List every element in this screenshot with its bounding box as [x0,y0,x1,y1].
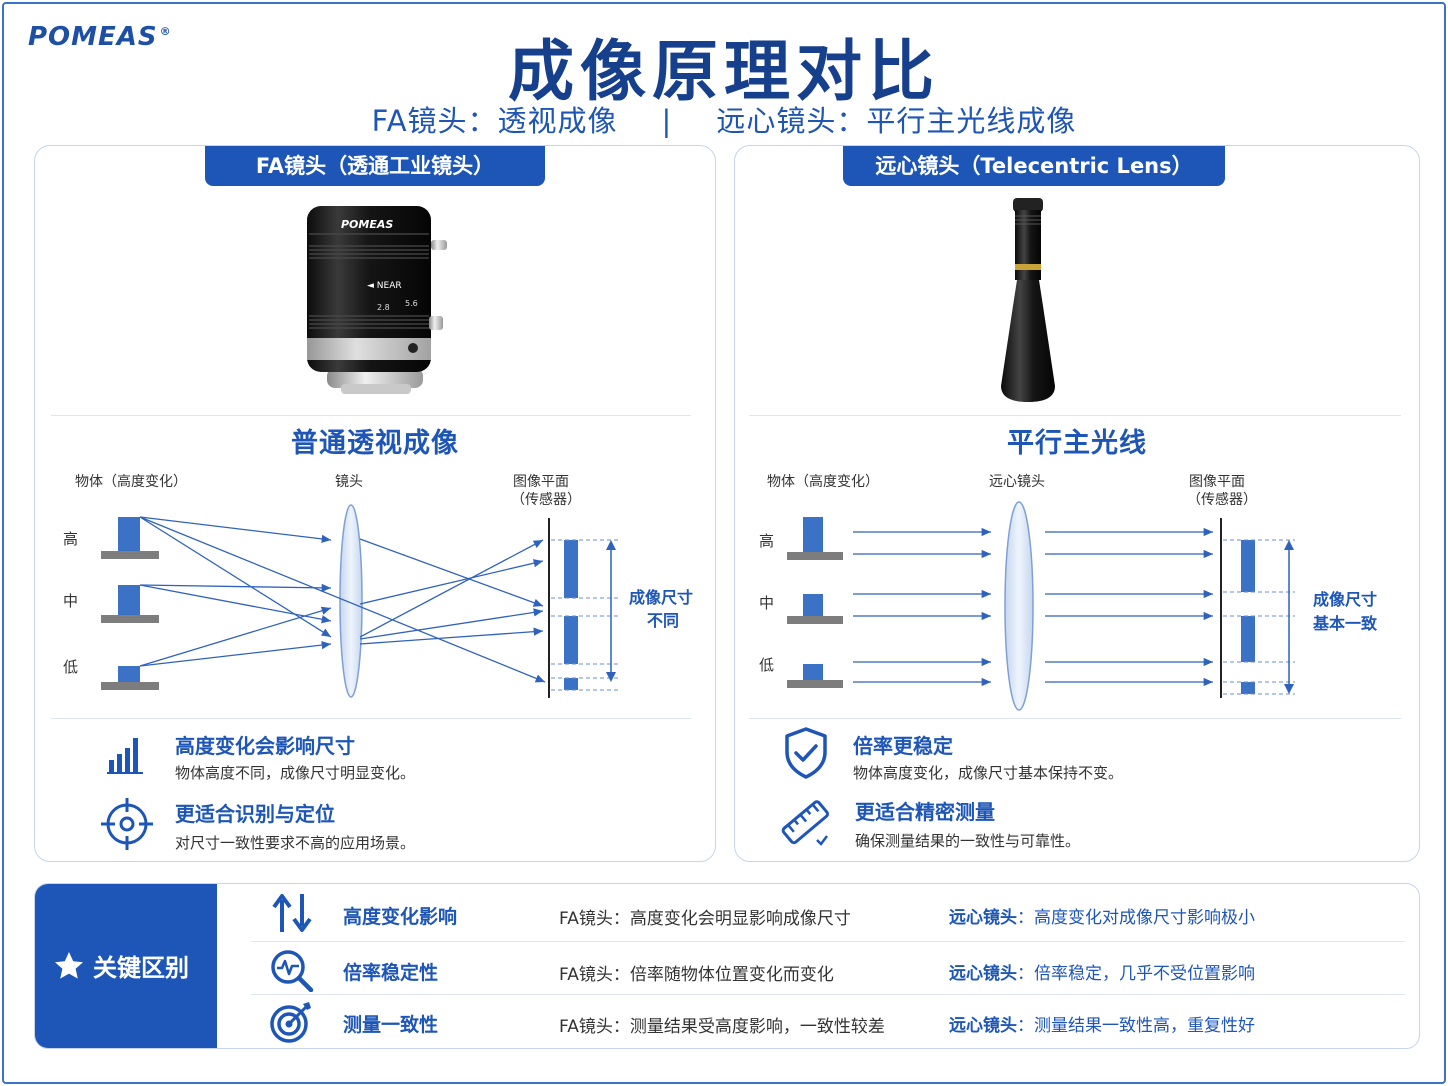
fa-size-note-1: 成像尺寸 [629,588,693,607]
tc-image-plane-label: 图像平面 [1189,474,1245,490]
target-icon [270,1002,311,1043]
fa-object-low [118,666,140,682]
tc-size-note-2: 基本一致 [1312,614,1378,633]
up-down-arrows-icon [272,894,312,932]
fa-rays [139,516,546,683]
tc-panel-divider-top [749,415,1401,416]
tc-base-low [787,680,843,688]
telecentric-imaging-diagram: 物体（高度变化） 远心镜头 图像平面 （传感器） 高 中 低 [759,473,1378,711]
tc-image-low [1241,682,1255,694]
fa-feature-1-desc: 物体高度不同，成像尺寸明显变化。 [175,764,416,782]
diff-row-magnification: 倍率稳定性 FA镜头：倍率随物体位置变化而变化 远心镜头：倍率稳定，几乎不受位置… [251,942,1405,996]
lens-near-marking: ◄ NEAR [367,281,402,291]
lens-engraving: POMEAS [341,218,393,231]
diff-row-3-tc: 远心镜头：测量结果一致性高，重复性好 [949,1016,1255,1036]
lens-scale-marking-2: 5.6 [405,299,418,308]
diff-row-divider-2 [251,994,1405,995]
key-differences-box: 关键区别 高度变化影响 FA镜头：高度变化会明显影响成像尺寸 远心镜头：高度变化… [34,883,1420,1049]
tc-image-high [1241,540,1255,592]
diff-row-1-name: 高度变化影响 [343,906,458,928]
telecentric-lens-panel: 远心镜头（Telecentric Lens） 平行主光线 物体（高度变化） 远心… [734,145,1420,862]
tc-panel-divider-bottom [749,718,1401,719]
fa-base-high [101,551,159,559]
fa-feature-2-desc: 对尺寸一致性要求不高的应用场景。 [175,834,416,852]
ruler-icon [781,800,830,846]
diff-row-1-tc: 远心镜头：高度变化对成像尺寸影响极小 [949,908,1255,928]
fa-section-title: 普通透视成像 [291,428,459,459]
fa-sensor-label: （传感器） [511,491,581,508]
fa-image-high [564,540,578,598]
fa-lens-tab: FA镜头（透通工业镜头） [205,146,545,186]
diff-row-3-name: 测量一致性 [343,1014,439,1036]
subtitle-left: FA镜头：透视成像 [371,104,618,138]
key-differences-header: 关键区别 [35,884,217,1048]
fa-object-high [118,517,140,551]
fa-lens-label: 镜头 [335,474,363,490]
fa-base-low [101,682,159,690]
tc-base-high [787,552,843,560]
fa-lens-panel: FA镜头（透通工业镜头） [34,145,716,862]
tc-size-note-1: 成像尺寸 [1313,590,1377,609]
fa-lens-shape [339,504,363,698]
subtitle-separator: | [661,104,673,138]
fa-low-label: 低 [63,658,78,676]
brand-logo: POMEAS® [28,22,172,52]
tc-object-mid [803,594,823,616]
fa-feature-1-title: 高度变化会影响尺寸 [175,734,355,758]
fa-lens-image: POMEAS ◄ NEAR 2.8 5.6 [307,206,447,394]
diff-row-consistency: 测量一致性 FA镜头：测量结果受高度影响，一致性较差 远心镜头：测量结果一致性高… [251,994,1405,1048]
tc-object-label: 物体（高度变化） [767,473,879,490]
tc-feature-2-desc: 确保测量结果的一致性与可靠性。 [855,832,1081,850]
tc-high-label: 高 [759,532,774,550]
star-icon [55,952,83,979]
bar-chart-icon [107,738,143,774]
diff-row-2-name: 倍率稳定性 [343,962,439,984]
fa-high-label: 高 [63,530,78,548]
fa-panel-divider-bottom [51,718,691,719]
fa-object-mid [118,585,140,615]
diff-row-2-fa: FA镜头：倍率随物体位置变化而变化 [559,965,834,985]
lens-scale-marking-1: 2.8 [377,303,390,312]
crosshair-icon [101,798,153,850]
diff-row-3-fa: FA镜头：测量结果受高度影响，一致性较差 [559,1017,885,1037]
diff-row-divider-1 [251,941,1405,942]
magnifier-pulse-icon [271,950,314,992]
perspective-imaging-diagram: 物体（高度变化） 镜头 图像平面 （传感器） 高 中 低 [63,473,693,698]
tc-rays [853,527,1213,687]
fa-object-label: 物体（高度变化） [75,473,187,490]
diff-row-height: 高度变化影响 FA镜头：高度变化会明显影响成像尺寸 远心镜头：高度变化对成像尺寸… [251,886,1405,940]
tc-object-high [803,517,823,552]
diff-row-2-tc: 远心镜头：倍率稳定，几乎不受位置影响 [949,964,1255,984]
fa-panel-divider-top [51,415,691,416]
fa-image-plane-label: 图像平面 [513,474,569,490]
fa-image-mid [564,616,578,664]
tc-mid-label: 中 [759,594,774,612]
tc-base-mid [787,616,843,624]
fa-size-note-2: 不同 [647,611,679,630]
tc-lens-shape [1004,501,1034,711]
fa-image-low [564,678,578,690]
subtitle-right: 远心镜头：平行主光线成像 [716,104,1077,138]
tc-low-label: 低 [759,656,774,674]
tc-section-title: 平行主光线 [1007,428,1147,459]
tc-sensor-label: （传感器） [1187,491,1257,508]
diff-row-1-fa: FA镜头：高度变化会明显影响成像尺寸 [559,909,851,929]
tc-lens-label: 远心镜头 [989,474,1045,490]
tc-feature-1-title: 倍率更稳定 [853,734,953,758]
tc-feature-1-desc: 物体高度变化，成像尺寸基本保持不变。 [853,764,1124,782]
fa-base-mid [101,615,159,623]
key-differences-label: 关键区别 [93,954,189,982]
tc-image-mid [1241,616,1255,662]
shield-check-icon [785,727,827,779]
tc-object-low [803,664,823,680]
telecentric-lens-tab: 远心镜头（Telecentric Lens） [843,146,1225,186]
tc-feature-2-title: 更适合精密测量 [855,800,995,824]
page-subtitle: FA镜头：透视成像 | 远心镜头：平行主光线成像 [0,98,1448,140]
fa-mid-label: 中 [63,592,78,610]
page-title: 成像原理对比 [508,33,940,110]
telecentric-lens-image [1001,198,1055,402]
fa-feature-2-title: 更适合识别与定位 [175,802,335,826]
